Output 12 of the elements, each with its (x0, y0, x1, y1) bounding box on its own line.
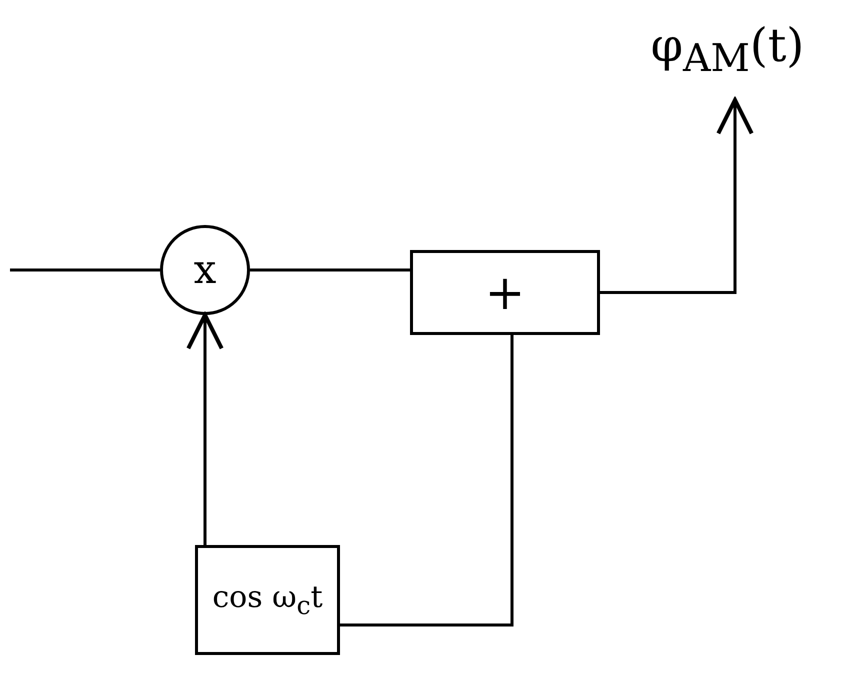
multiplier-circle (160, 225, 250, 315)
block-label: + (484, 264, 526, 320)
arrow (600, 98, 754, 294)
block-label: cos ω$_{c}$t (212, 580, 323, 620)
block-label: x (194, 247, 216, 293)
connector-line (250, 268, 410, 272)
connector-line (10, 268, 160, 272)
block-label: φ$_{AM}$(t) (650, 18, 804, 82)
connector-line (340, 335, 514, 626)
carrier-block (195, 545, 340, 655)
arrow (186, 313, 224, 545)
adder-block (410, 250, 600, 335)
